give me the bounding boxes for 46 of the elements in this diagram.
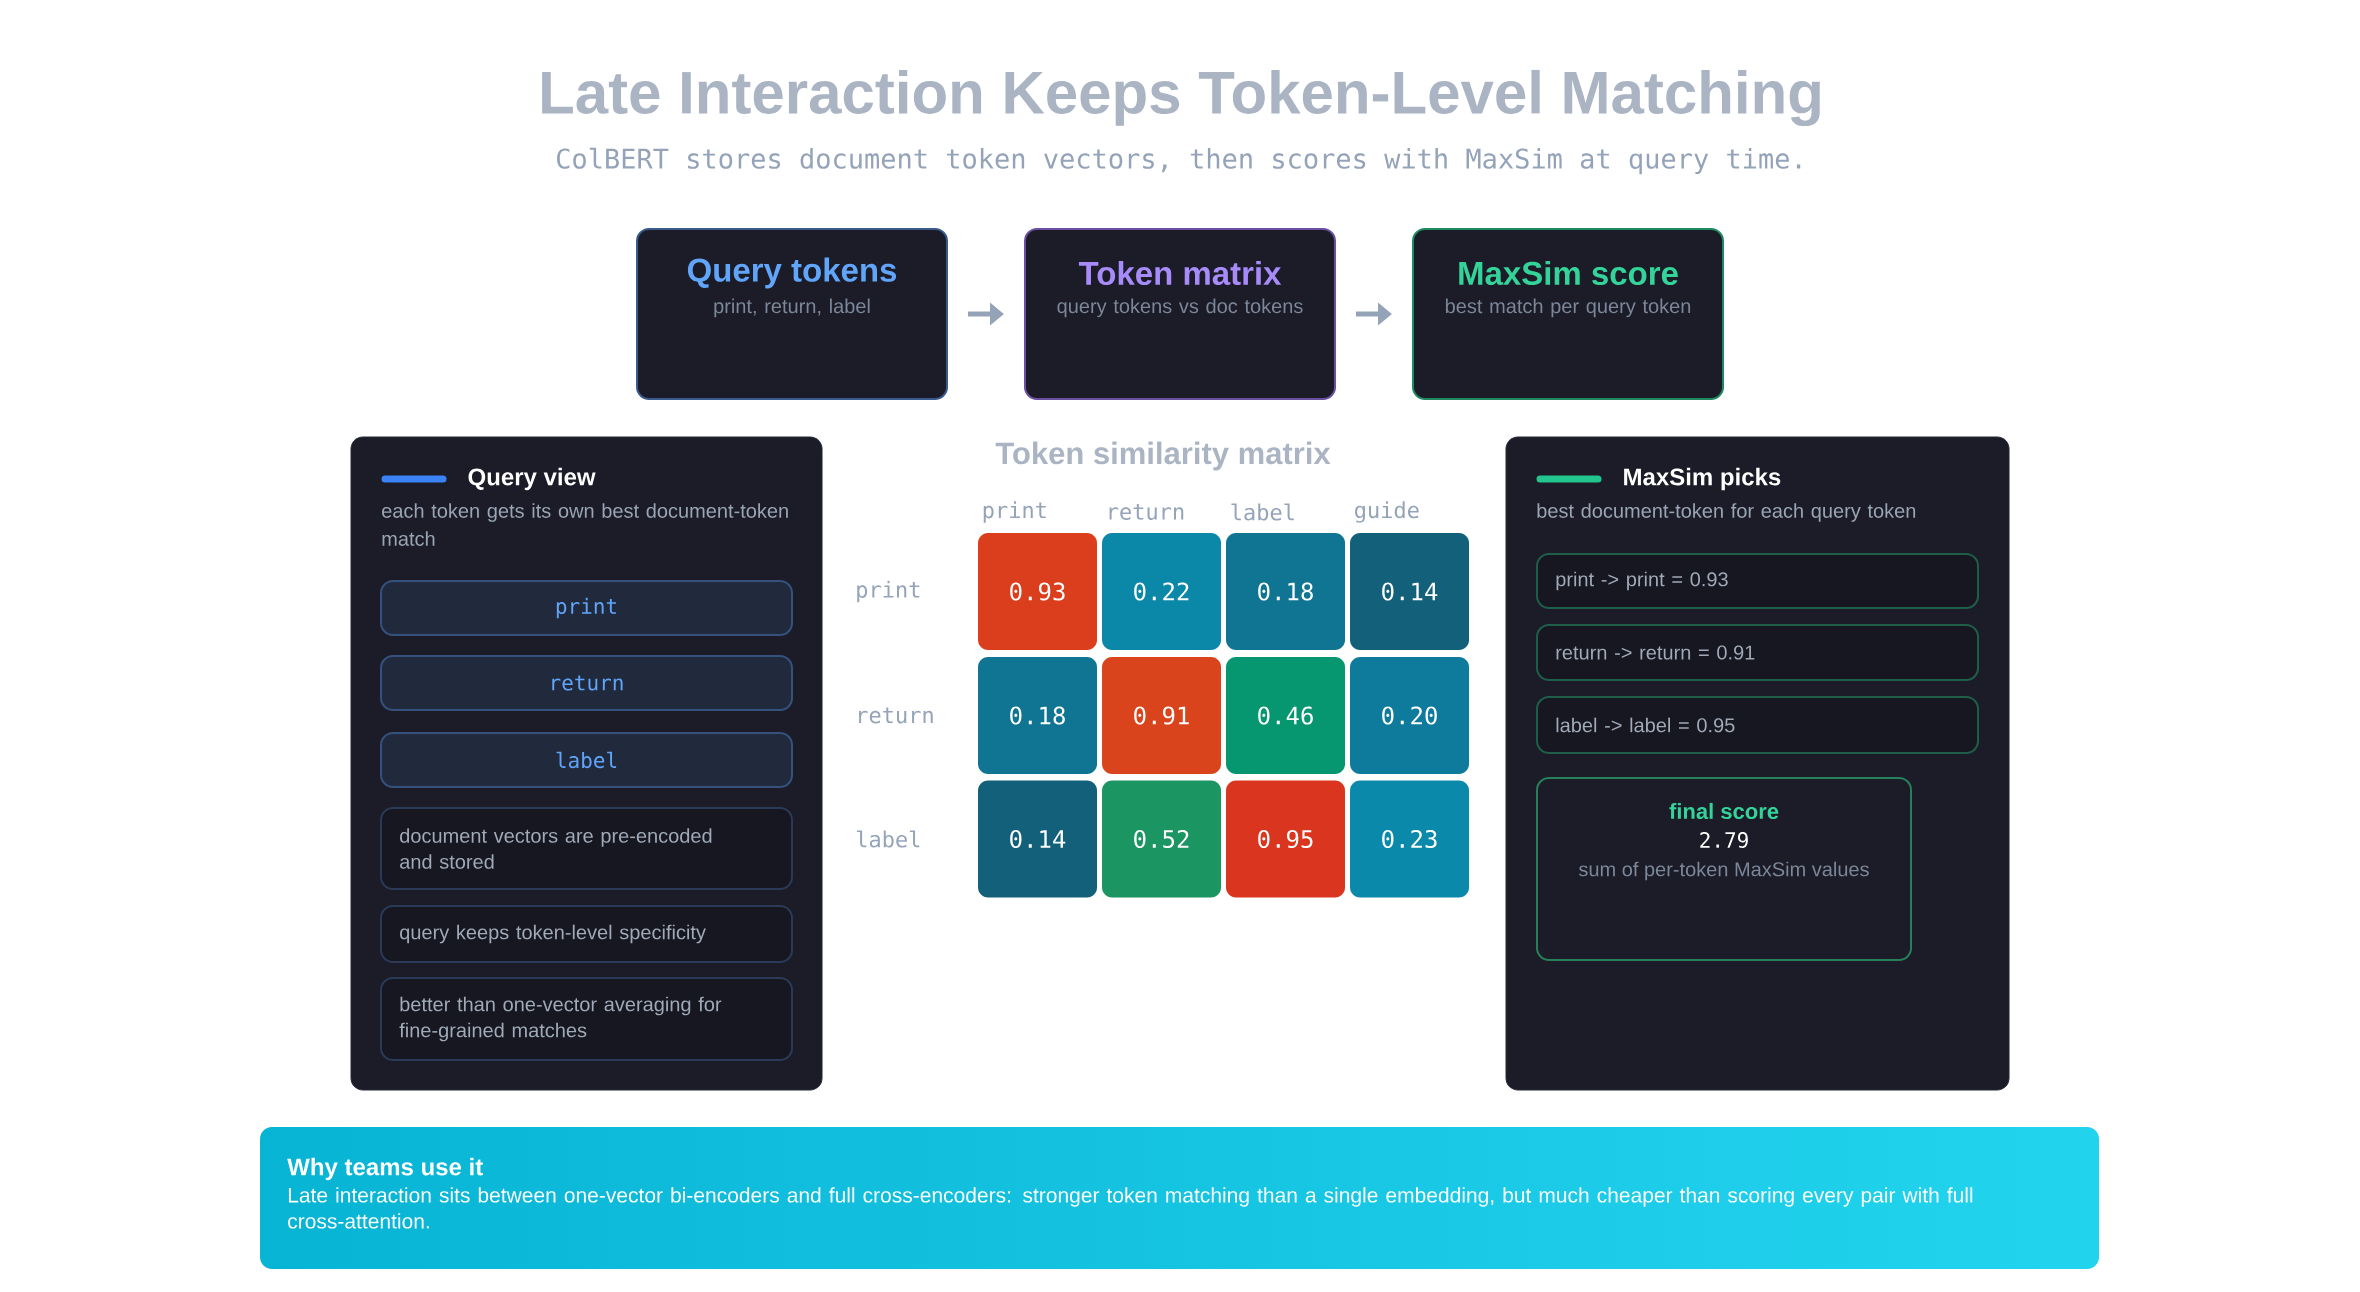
- row-header: print: [857, 580, 920, 603]
- token-chip: label: [380, 732, 793, 788]
- step-title: MaxSim score: [1459, 260, 1678, 286]
- panel-subtitle: each token gets its own best document-token match: [382, 503, 788, 546]
- column-header: return: [1109, 504, 1184, 520]
- matrix-cell: 0.95: [1226, 780, 1345, 898]
- column-header: label: [1231, 503, 1294, 521]
- matrix-cell: 0.20: [1350, 657, 1469, 774]
- step-description: best match per query token: [1445, 298, 1691, 318]
- matrix-cell: 0.18: [1226, 533, 1345, 650]
- matrix-cell: 0.91: [1102, 657, 1221, 774]
- score-value: 2.79: [1700, 832, 1748, 848]
- step-description: query tokens vs doc tokens: [1057, 298, 1303, 318]
- panel-title: Query view: [468, 467, 596, 491]
- note-box: better than one-vector averaging for fine-grained matches: [380, 977, 793, 1061]
- step-description: print, return, label: [714, 298, 870, 318]
- note-box: print -> print = 0.93: [1536, 553, 1979, 609]
- matrix-cell: 0.18: [978, 657, 1097, 774]
- matrix-cell: 0.23: [1350, 780, 1469, 898]
- matrix-cell: 0.52: [1102, 780, 1221, 898]
- panel-subtitle: best document-token for each query token: [1537, 503, 1916, 522]
- matrix-title: Token similarity matrix: [995, 441, 1331, 471]
- subtitle: ColBERT stores document token vectors, then scores with MaxSim at query time.: [557, 147, 1801, 175]
- step-title: Query tokens: [687, 257, 897, 289]
- note-box: document vectors are pre-encoded and stored: [380, 807, 793, 890]
- banner-text: Late interaction sits between one-vector bi-encoders and full cross-encoders: stronger token matching than a single embedding, but much cheaper than scoring every pair with full cross-attention.: [288, 1187, 1973, 1229]
- note-box: return -> return = 0.91: [1536, 624, 1979, 681]
- matrix-cell: 0.22: [1102, 533, 1221, 650]
- panel-title: MaxSim picks: [1624, 467, 1781, 491]
- matrix-cell: 0.14: [1350, 533, 1469, 650]
- title: Late Interaction Keeps Token-Level Matching: [542, 69, 1820, 127]
- token-chip: return: [380, 655, 793, 711]
- row-header: return: [859, 707, 933, 724]
- matrix-cell: 0.46: [1226, 657, 1345, 774]
- step-title: Token matrix: [1078, 260, 1282, 286]
- note-box: query keeps token-level specificity: [380, 905, 793, 963]
- column-header: guide: [1355, 501, 1419, 523]
- score-title: final score: [1669, 802, 1779, 820]
- row-header: label: [856, 830, 920, 848]
- score-description: sum of per-token MaxSim values: [1578, 861, 1869, 881]
- matrix-cell: 0.93: [978, 533, 1097, 650]
- banner-title: Why teams use it: [287, 1157, 483, 1181]
- column-header: print: [983, 501, 1046, 523]
- token-chip: print: [380, 580, 793, 636]
- matrix-cell: 0.14: [978, 780, 1097, 898]
- note-box: label -> label = 0.95: [1536, 696, 1979, 754]
